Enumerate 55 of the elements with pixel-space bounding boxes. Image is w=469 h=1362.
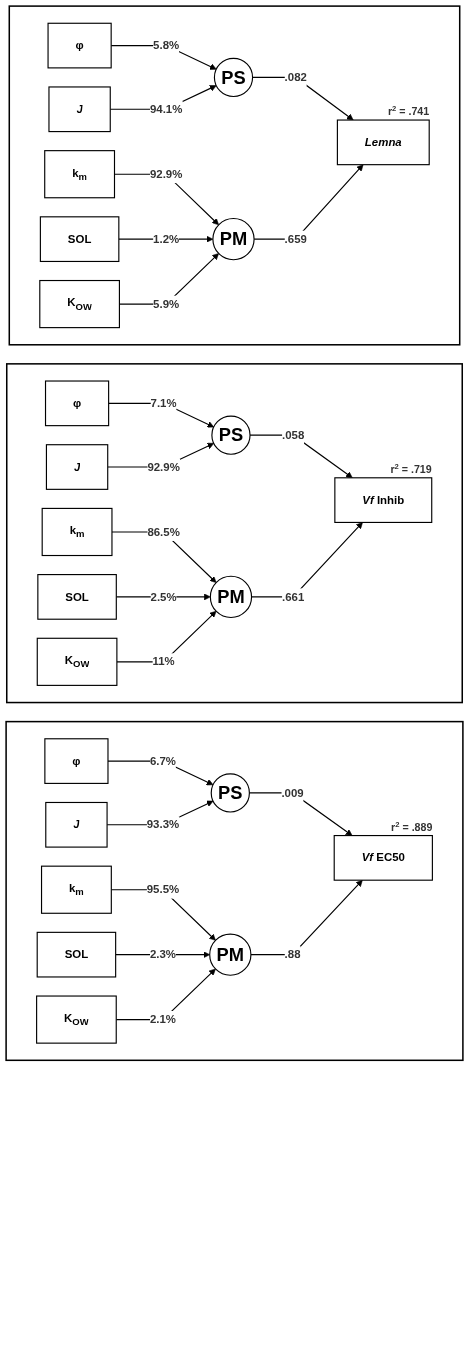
edge-label: 2.3% [149,947,177,961]
cluster [8,5,461,346]
edge-label: 2.5% [150,589,177,603]
node-box: φ [44,738,109,784]
edge-label: .082 [284,70,307,84]
edge-label: .88 [284,947,301,961]
node-box: SOL [36,931,117,978]
arrow [252,76,354,121]
r-squared-label: r$^{2}$ = .889 [391,819,433,833]
r-squared-label: r$^{2}$ = .741 [387,103,430,118]
edge-label: 94.1% [149,102,183,116]
node-box: J [45,444,109,490]
edge-label: 1.2% [153,232,180,246]
edge-label: 86.5% [147,524,180,538]
arrow [250,879,363,956]
edge-label: 5.8% [153,38,180,52]
node-box: k$_{m}$ [41,507,113,557]
node-box: k$_{m}$ [44,150,116,199]
edge-label: 92.9% [147,459,180,473]
node-box: K$_{OW}$ [39,279,120,329]
node-box: SOL [39,216,120,262]
node-box: φ [44,380,110,427]
node-circle: PS [210,773,250,813]
r-squared-label: r$^{2}$ = .719 [390,461,432,476]
edge-label: 11% [152,654,175,668]
cluster [6,363,463,704]
edge-label: .009 [281,785,304,799]
edge-label: 7.1% [150,396,177,410]
edge-label: 6.7% [149,754,177,767]
cluster [5,720,464,1062]
edge-label: .661 [282,589,305,603]
node-box: Lemna [336,119,430,166]
node-circle: PM [209,575,253,619]
node-box: K$_{OW}$ [36,995,117,1044]
node-circle: PS [211,415,251,455]
node-box: J [48,86,111,133]
edge-label: 95.5% [146,882,180,896]
node-box: k$_{m}$ [40,865,112,914]
node-circle: PS [213,57,254,98]
node-box: Vf Inhib [334,477,433,523]
edge-label: 93.3% [146,817,180,831]
node-circle: PM [209,933,252,976]
node-box: φ [47,22,112,69]
arrow [251,522,363,598]
node-circle: PM [212,217,255,261]
node-box: SOL [37,574,117,620]
node-box: Vf EC50 [333,835,433,881]
node-box: K$_{OW}$ [36,637,118,686]
edge-label: .058 [282,428,305,442]
node-box: J [45,801,108,848]
edge-label: 2.1% [149,1012,177,1026]
arrow [116,610,217,663]
edge-label: .659 [284,232,307,246]
edge-label: 92.9% [149,167,183,181]
edge-label: 5.9% [153,297,180,310]
